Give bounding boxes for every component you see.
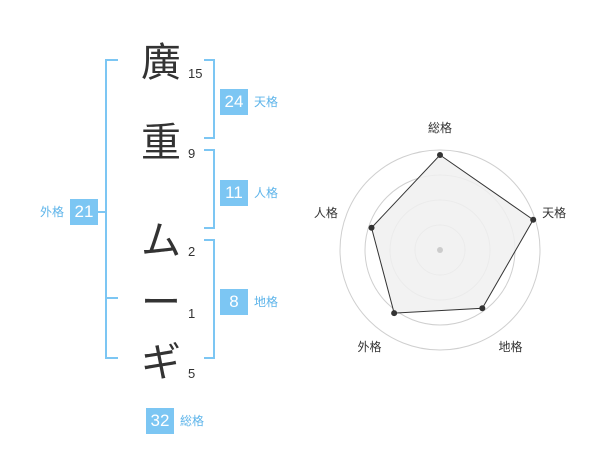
jinkaku-badge: 11	[220, 180, 248, 206]
stroke-count-2: 9	[188, 146, 196, 161]
radar-axis-label: 人格	[314, 205, 338, 220]
stroke-count-4: 1	[188, 306, 196, 321]
radar-axis-label: 地格	[499, 339, 523, 354]
chikaku-label: 地格	[254, 295, 279, 309]
chikaku-bracket	[204, 239, 215, 359]
radar-series-area	[370, 154, 534, 314]
jinkaku-bracket	[204, 149, 215, 229]
gaikaku-label: 外格	[40, 205, 65, 219]
radar-point	[479, 305, 486, 312]
stroke-count-5: 5	[188, 366, 196, 381]
name-char-2: 重	[141, 120, 181, 166]
radar-axis-label: 外格	[357, 339, 381, 354]
radar-axis-label: 天格	[542, 205, 566, 220]
radar-ring	[339, 149, 541, 351]
name-char-5: ギ	[141, 340, 181, 386]
tenkaku-label: 天格	[254, 95, 279, 109]
stroke-count-3: 2	[188, 244, 196, 259]
radar-point	[437, 152, 443, 158]
radar-center-dot	[437, 247, 443, 253]
gaikaku-badge: 21	[70, 199, 98, 225]
soukaku-badge: 32	[146, 408, 174, 434]
radar-point	[530, 216, 537, 223]
gaikaku-bracket	[105, 59, 118, 359]
name-char-3: ム	[141, 218, 181, 264]
tenkaku-badge: 24	[220, 89, 248, 115]
radar-point	[391, 310, 398, 317]
chikaku-badge: 8	[220, 289, 248, 315]
radar-point	[368, 224, 375, 231]
jinkaku-label: 人格	[254, 186, 279, 200]
soukaku-label: 総格	[180, 414, 205, 428]
stroke-count-1: 15	[188, 66, 203, 81]
name-char-4: ー	[141, 280, 181, 326]
tenkaku-bracket	[204, 59, 215, 139]
radar-axis-label: 総格	[428, 120, 452, 135]
name-char-1: 廣	[141, 40, 181, 86]
